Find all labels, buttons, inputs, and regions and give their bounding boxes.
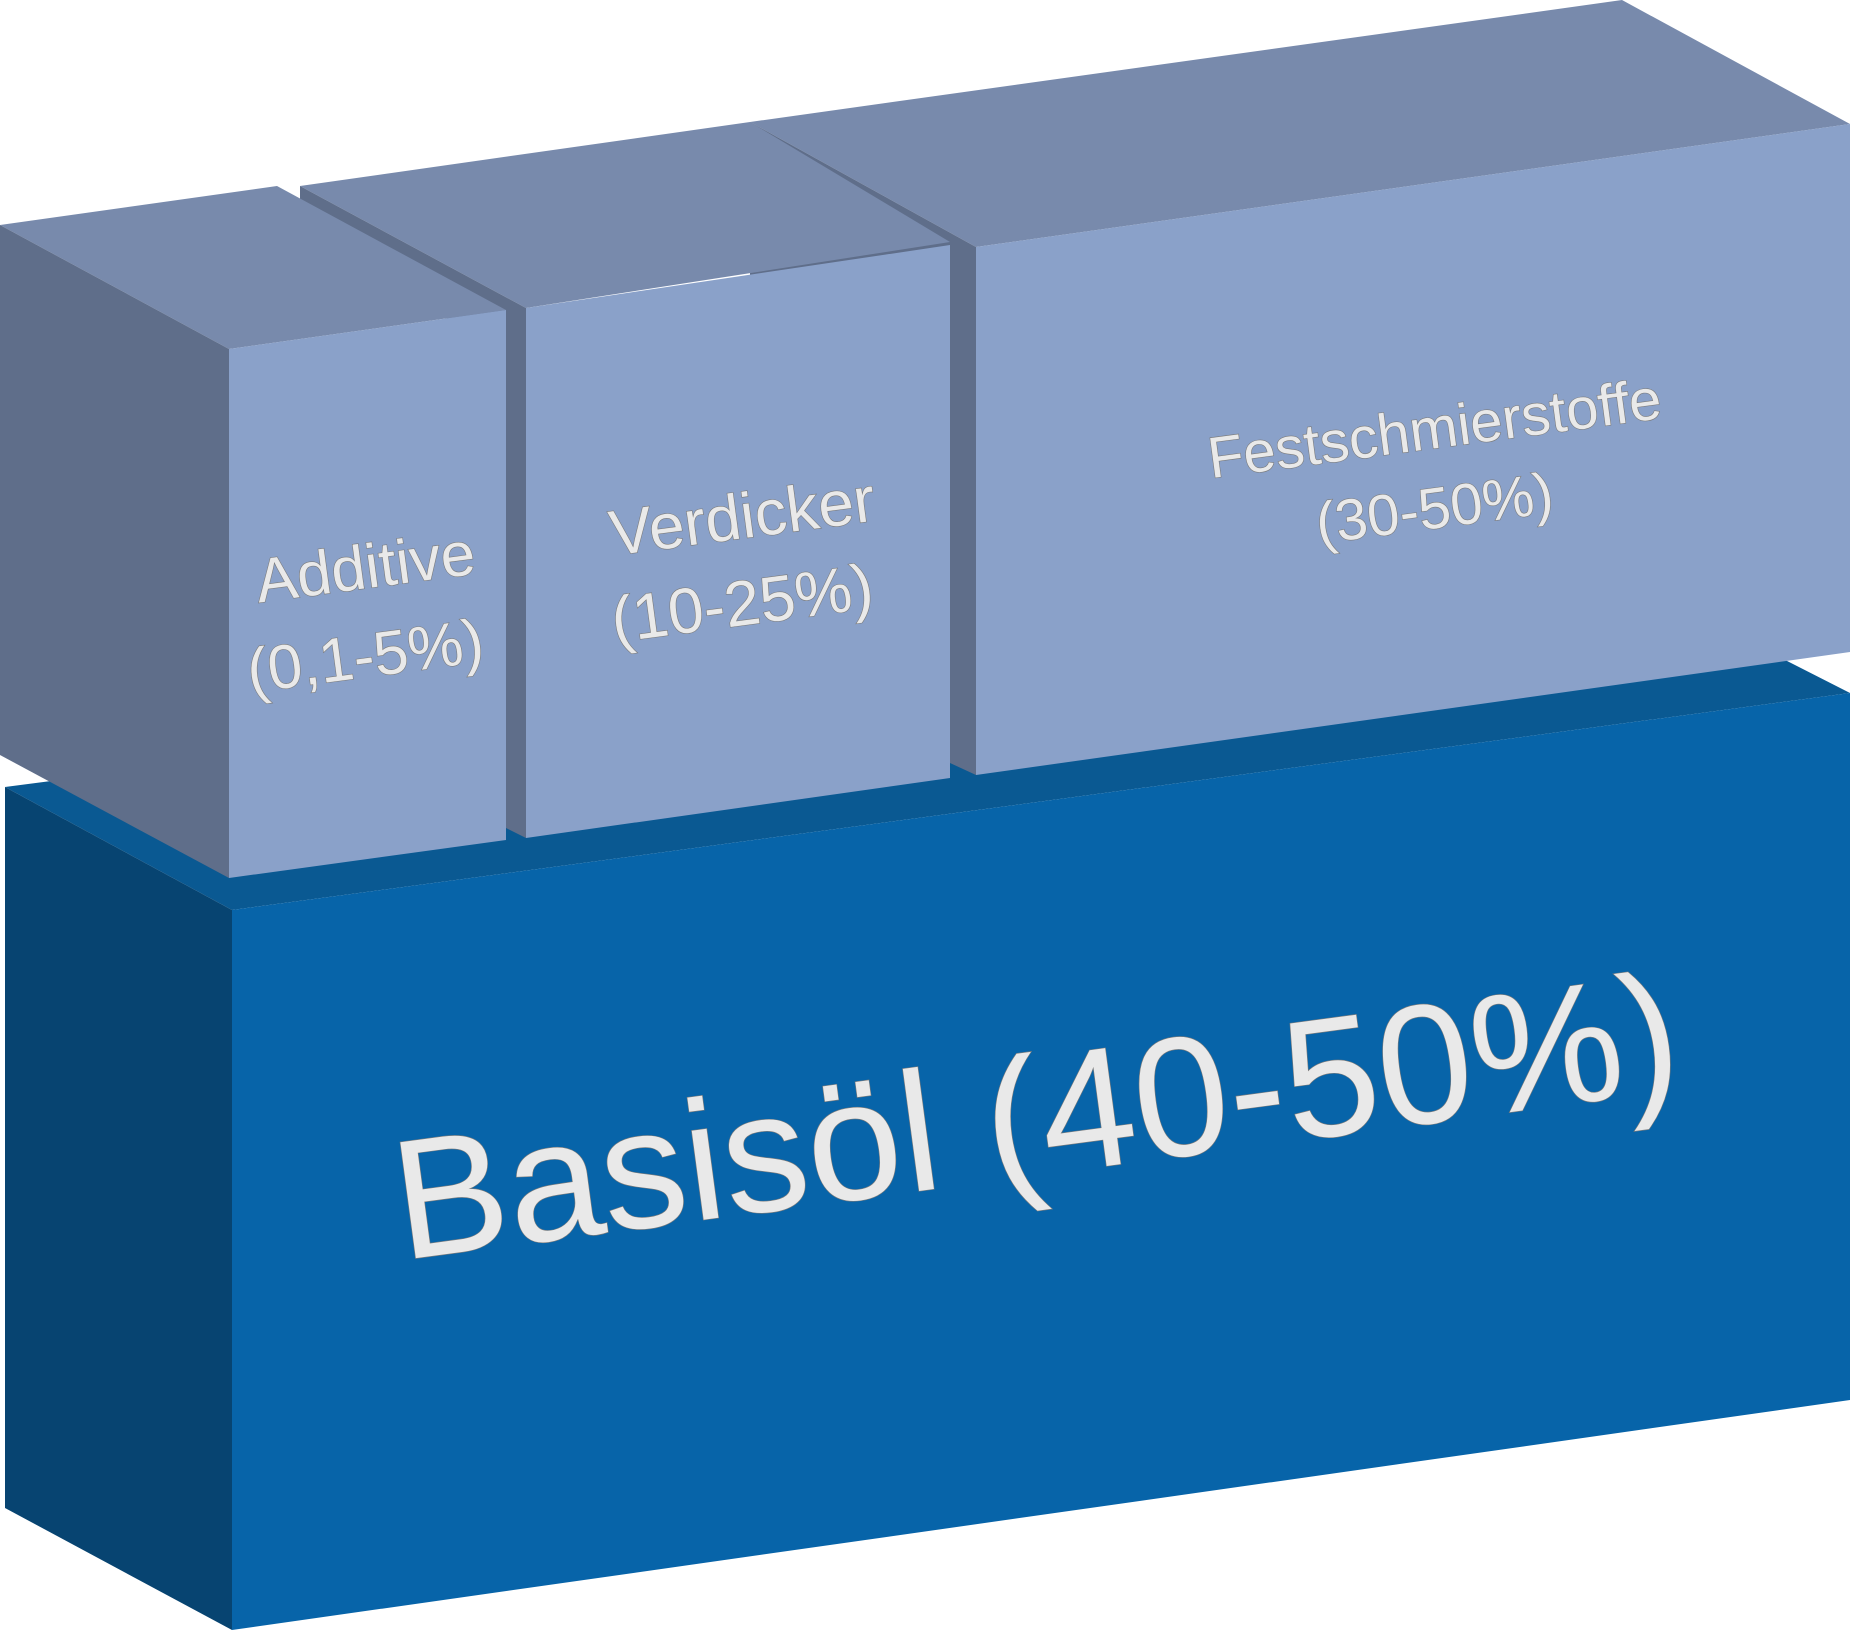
additive-front-face	[229, 310, 506, 878]
verdicker-top-face	[300, 122, 950, 308]
block-additive: Additive (0,1-5%)	[0, 186, 506, 878]
block-basisoel: Basisöl (40-50%)	[5, 577, 1850, 1630]
block-verdicker: Verdicker (10-25%)	[300, 122, 950, 838]
additive-top-face	[0, 186, 506, 349]
verdicker-front-face	[526, 245, 950, 838]
festschmierstoffe-top-face	[750, 0, 1850, 247]
festschmierstoffe-front-face	[976, 124, 1850, 775]
basisoel-side-face	[5, 787, 232, 1630]
additive-side-face	[0, 225, 229, 878]
basisoel-front-face	[232, 693, 1850, 1630]
